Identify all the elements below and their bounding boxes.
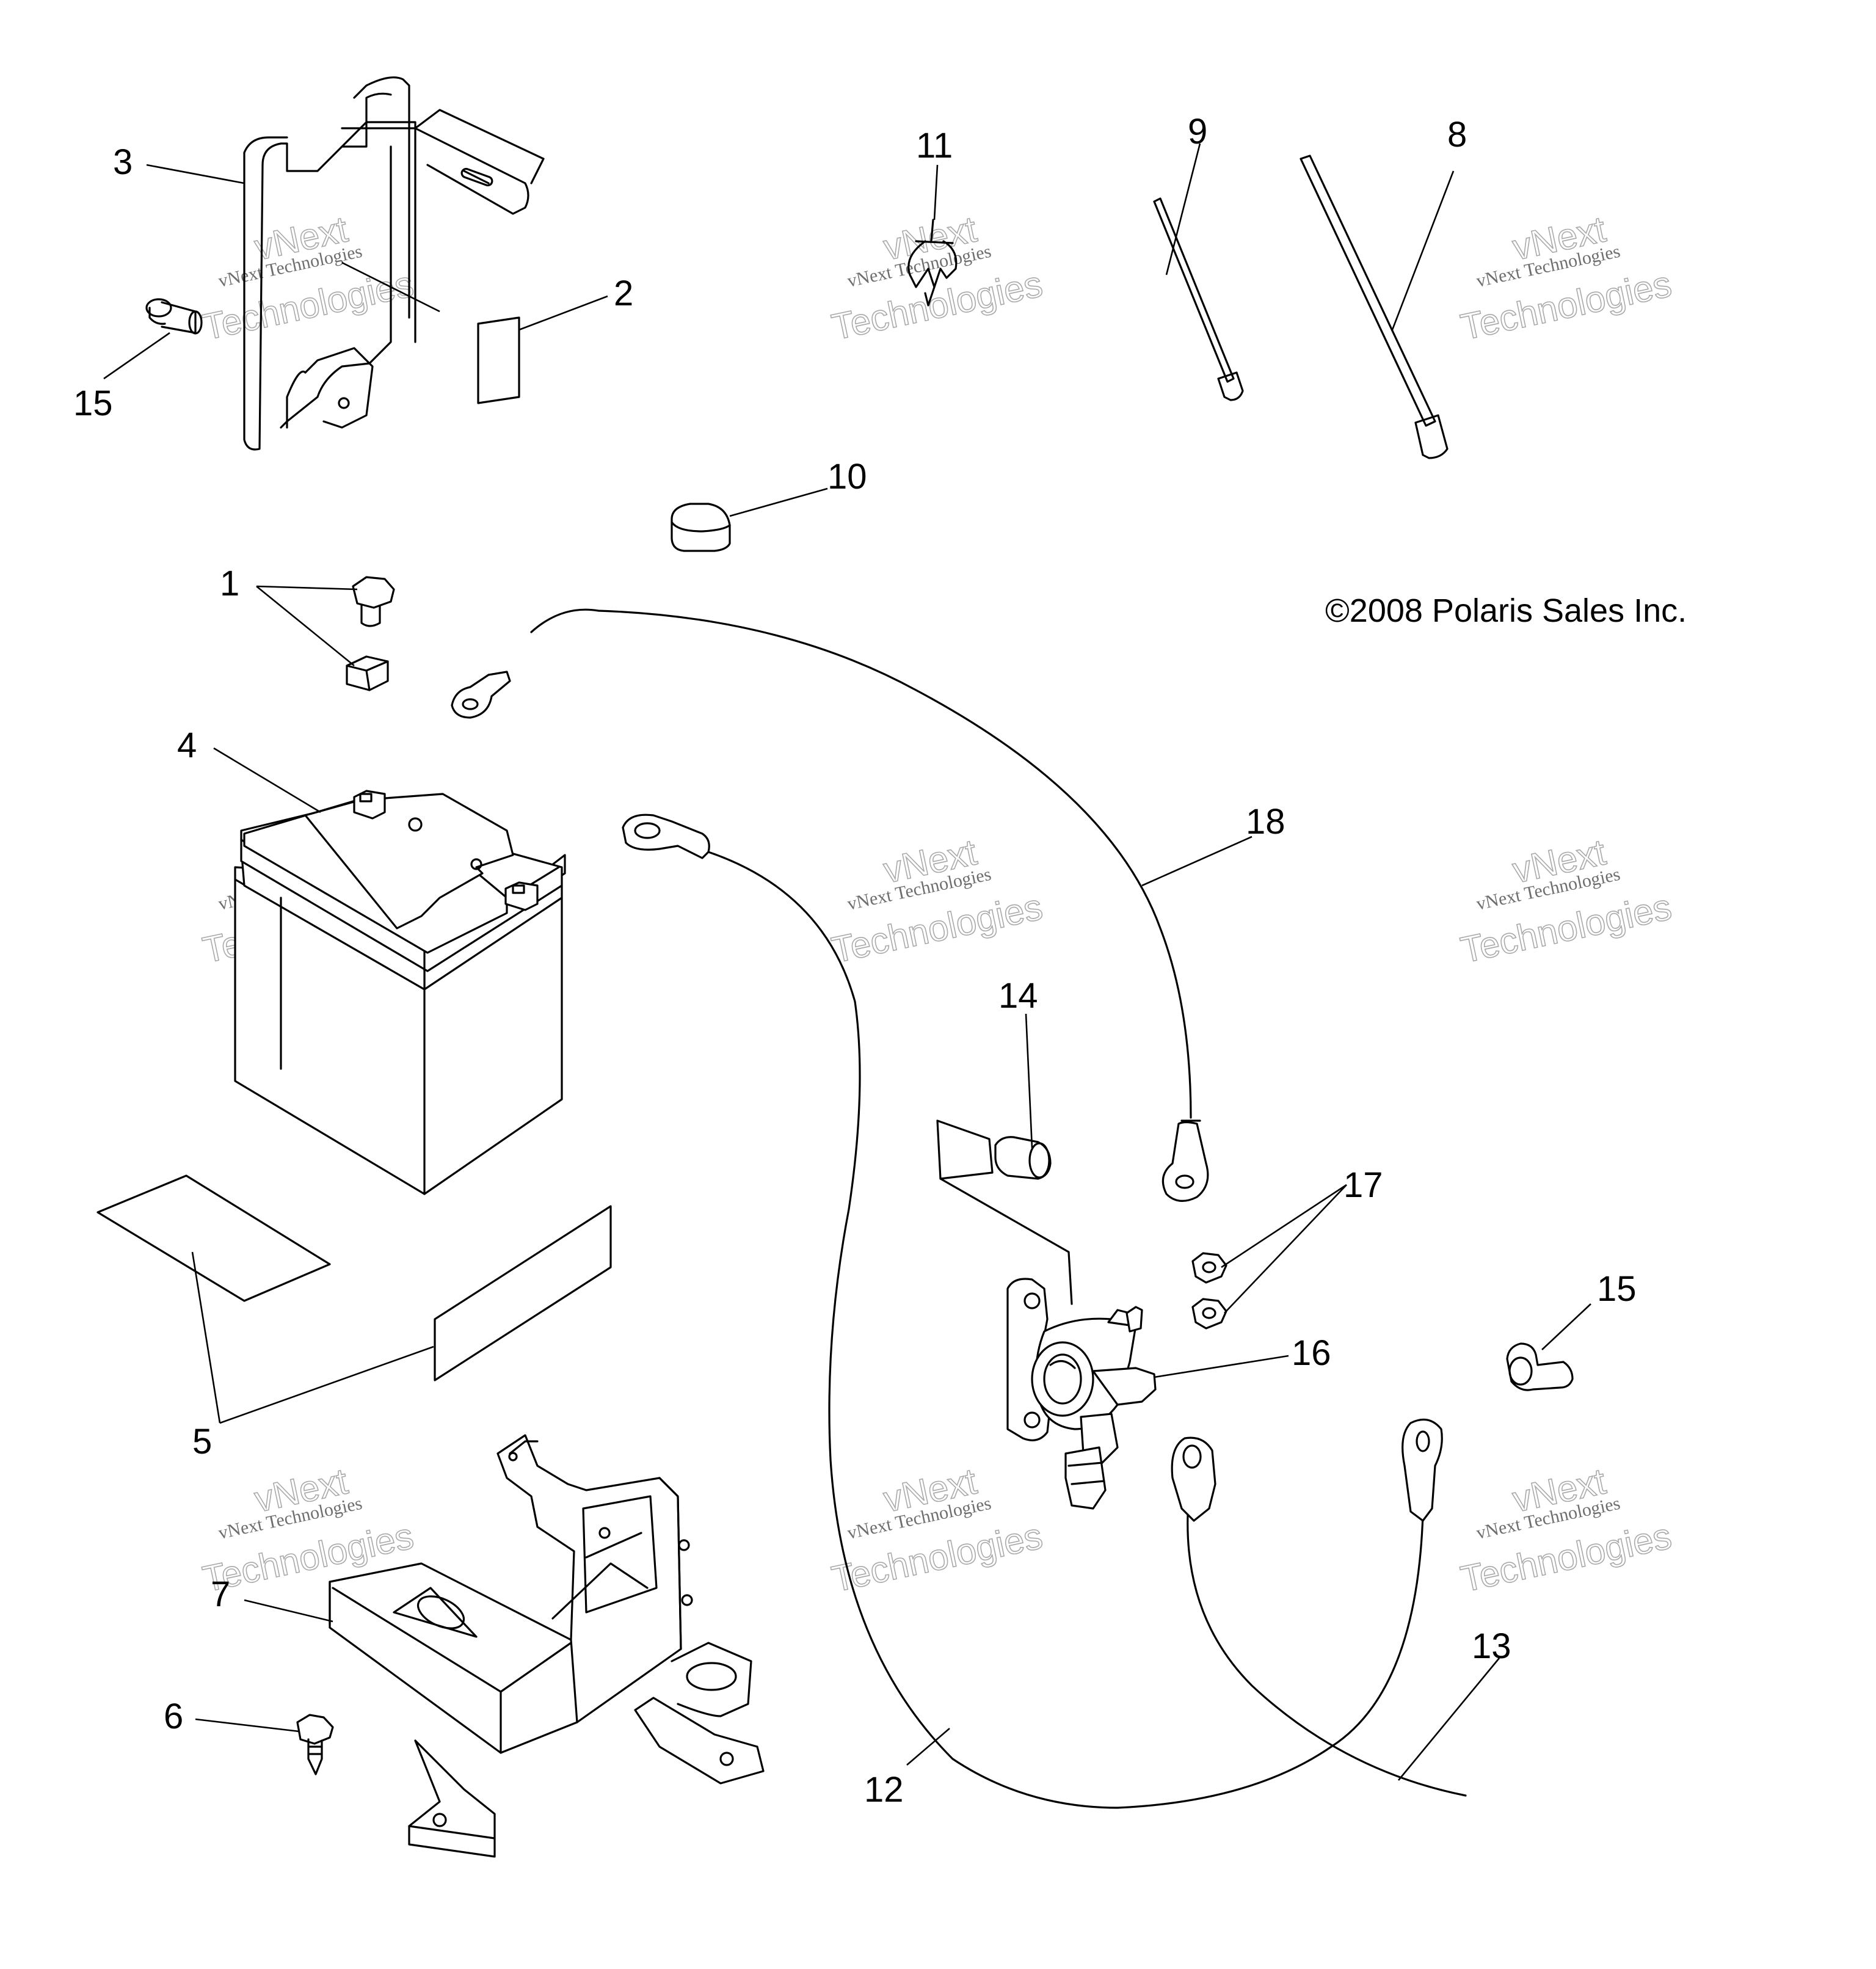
callout-10: 10 <box>827 457 867 497</box>
callout-18: 18 <box>1246 802 1285 842</box>
callout-15-lower: 15 <box>1597 1269 1637 1309</box>
callout-2: 2 <box>614 274 633 313</box>
callout-15-upper: 15 <box>73 384 113 423</box>
starter-solenoid <box>1006 1278 1157 1510</box>
cable-18 <box>530 608 1209 1202</box>
watermark-5: vNext Technologies vNext Technologies <box>827 831 1046 972</box>
push-clip <box>907 219 958 307</box>
nut-17-lower <box>1191 1298 1227 1330</box>
copyright-notice: ©2008 Polaris Sales Inc. <box>1325 592 1687 629</box>
callout-16: 16 <box>1292 1333 1331 1373</box>
cable-13 <box>1171 1436 1467 1797</box>
leader-lines <box>103 143 1591 1781</box>
battery-labels <box>96 1174 612 1381</box>
nut-17-upper <box>1191 1252 1227 1284</box>
callout-5: 5 <box>192 1422 212 1461</box>
callout-12: 12 <box>864 1770 904 1810</box>
terminal-nut <box>346 655 389 691</box>
ring-terminal-top <box>451 671 511 719</box>
callout-17: 17 <box>1343 1165 1383 1205</box>
bolt-15-upper <box>145 298 203 335</box>
callout-8: 8 <box>1447 115 1467 155</box>
watermark-9: vNext Technologies vNext Technologies <box>1456 1460 1675 1601</box>
battery-tray <box>329 1434 765 1858</box>
watermark-3: vNext Technologies vNext Technologies <box>1456 208 1675 349</box>
hold-down-bracket <box>243 76 545 451</box>
cable-tie-short <box>1153 197 1244 401</box>
warning-label <box>477 316 520 404</box>
callout-1: 1 <box>220 564 239 603</box>
callout-9: 9 <box>1188 112 1207 151</box>
solenoid-bushing <box>936 1119 1073 1305</box>
cable-tie-long <box>1300 155 1449 459</box>
terminal-bolt <box>352 576 395 627</box>
tray-screw <box>296 1714 334 1775</box>
callout-14: 14 <box>998 976 1038 1016</box>
watermark-1: vNext Technologies vNext Technologies <box>198 208 417 349</box>
callout-11: 11 <box>916 126 953 166</box>
callout-3: 3 <box>113 142 133 182</box>
callout-4: 4 <box>177 726 197 765</box>
cable-12 <box>622 813 1443 1809</box>
battery <box>234 790 566 1195</box>
callout-6: 6 <box>164 1697 183 1736</box>
callout-13: 13 <box>1472 1626 1511 1666</box>
bolt-15-lower <box>1506 1342 1574 1391</box>
terminal-boot <box>671 503 731 552</box>
callout-7: 7 <box>211 1574 230 1614</box>
watermark-6: vNext Technologies vNext Technologies <box>1456 831 1675 972</box>
